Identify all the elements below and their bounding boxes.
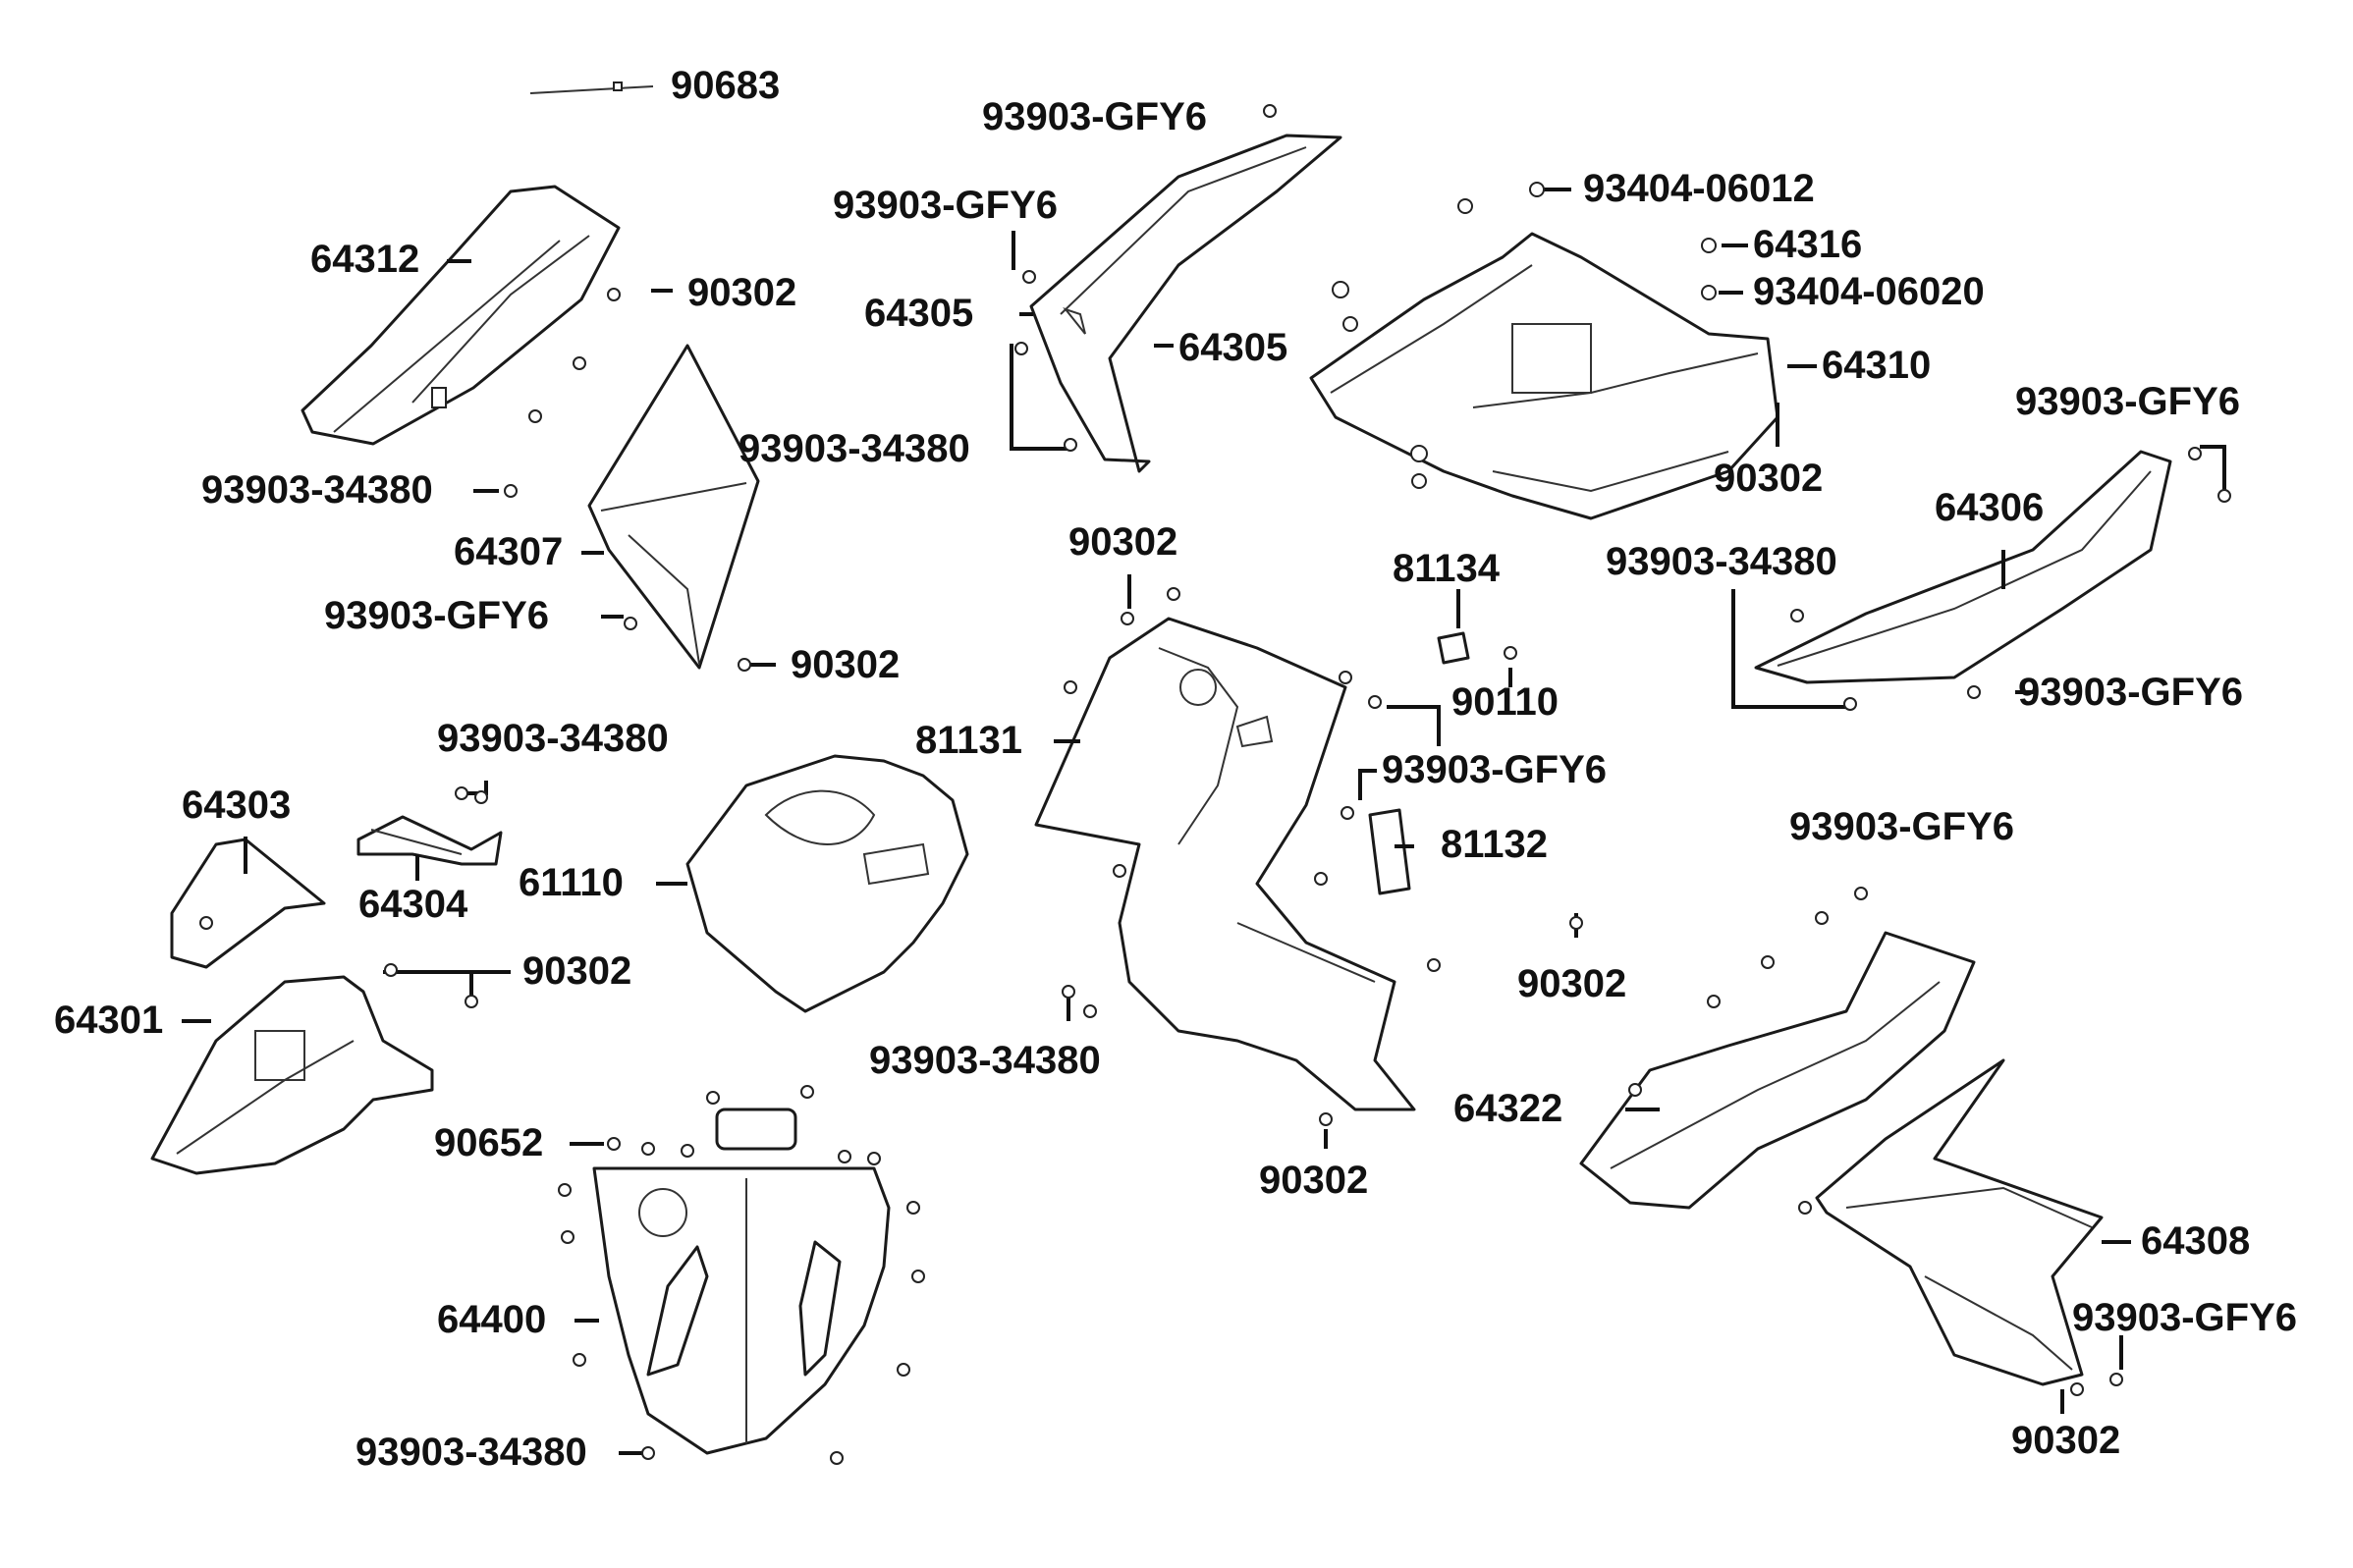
part-81131-legshield (1034, 617, 1416, 1111)
label-90302: 90302 (1068, 520, 1177, 564)
label-90302: 90302 (1714, 457, 1823, 500)
label-93903-34380: 93903-34380 (1606, 540, 1837, 583)
label-93903-gfy6: 93903-GFY6 (2015, 380, 2240, 423)
label-90302: 90302 (687, 271, 796, 314)
part-64306-cover (1754, 450, 2172, 684)
label-61110: 61110 (519, 861, 624, 904)
label-81132: 81132 (1441, 823, 1548, 866)
label-93903-34380: 93903-34380 (869, 1039, 1101, 1082)
label-64307: 64307 (454, 530, 563, 573)
part-64303-cover (170, 838, 326, 969)
leader-lines (182, 188, 2226, 1455)
part-64304-bracket (356, 815, 503, 866)
part-64305-strip (1029, 134, 1342, 473)
label-90652: 90652 (434, 1121, 543, 1164)
part-64301-frontcover (150, 975, 434, 1175)
label-81134: 81134 (1393, 547, 1501, 590)
label-90302: 90302 (791, 643, 900, 686)
part-64312-panel (301, 185, 621, 446)
label-90302: 90302 (1259, 1159, 1368, 1202)
label-64301: 64301 (54, 999, 163, 1042)
label-93903-34380: 93903-34380 (739, 427, 970, 470)
label-90302: 90302 (522, 949, 631, 993)
part-number-labels: 90683 93903-GFY6 93903-GFY6 64312 90302 … (54, 64, 2297, 1474)
part-61110-innerbox (685, 754, 969, 1013)
label-93903-34380: 93903-34380 (437, 717, 669, 760)
part-64310-floorboard (1309, 232, 1779, 520)
label-90302: 90302 (1517, 962, 1626, 1005)
label-90302: 90302 (2011, 1419, 2120, 1462)
label-93404-06012: 93404-06012 (1583, 167, 1815, 210)
part-81134-clip (1437, 631, 1470, 665)
label-90683: 90683 (671, 64, 780, 107)
part-90683-strip (529, 81, 654, 94)
label-64305: 64305 (864, 292, 973, 335)
label-64400: 64400 (437, 1298, 546, 1341)
label-93903-34380: 93903-34380 (201, 468, 433, 512)
fastener-symbols (384, 104, 2231, 1465)
label-93903-gfy6: 93903-GFY6 (2018, 671, 2243, 714)
label-64305: 64305 (1178, 326, 1287, 369)
label-93903-gfy6: 93903-GFY6 (982, 95, 1207, 138)
label-64308: 64308 (2141, 1219, 2250, 1263)
part-64322-sidecover (1579, 931, 1976, 1210)
label-93903-gfy6: 93903-GFY6 (324, 594, 549, 637)
label-64316: 64316 (1753, 223, 1862, 266)
label-64304: 64304 (358, 883, 468, 926)
label-93903-gfy6: 93903-GFY6 (2072, 1296, 2297, 1339)
label-93903-gfy6: 93903-GFY6 (1789, 805, 2014, 848)
label-64306: 64306 (1935, 486, 2044, 529)
label-90110: 90110 (1451, 680, 1559, 724)
part-64308-panel (1815, 1058, 2104, 1386)
label-64322: 64322 (1453, 1087, 1562, 1130)
part-64307-panel (587, 344, 760, 670)
label-93903-gfy6: 93903-GFY6 (1382, 748, 1607, 791)
label-93903-34380: 93903-34380 (356, 1431, 587, 1474)
label-64310: 64310 (1822, 344, 1931, 387)
label-64303: 64303 (182, 784, 291, 827)
label-64312: 64312 (310, 238, 419, 281)
label-81131: 81131 (915, 719, 1022, 762)
label-93903-gfy6: 93903-GFY6 (833, 184, 1058, 227)
label-93404-06020: 93404-06020 (1753, 270, 1985, 313)
part-64400-undercover (592, 1108, 891, 1455)
part-81132-plate (1368, 808, 1411, 895)
